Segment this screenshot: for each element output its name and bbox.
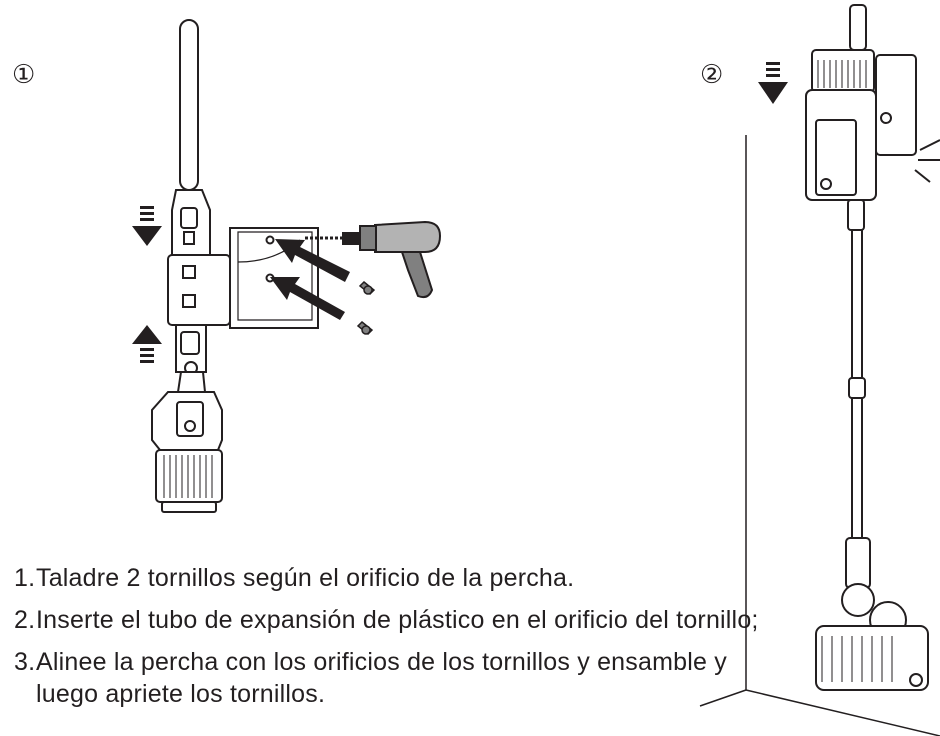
wall-corner: [699, 135, 940, 736]
screw-icon: [356, 280, 376, 336]
instruction-text: Inserte el tubo de expansión de plástico…: [36, 606, 759, 634]
down-arrow-icon: [132, 206, 162, 246]
down-arrow-icon-2: [758, 62, 788, 104]
instruction-number: 1.: [14, 564, 36, 592]
motor-grooves: [817, 60, 893, 682]
instruction-item: 2. Inserte el tubo de expansión de plást…: [14, 604, 774, 636]
step-1-marker: ①: [12, 60, 36, 90]
instruction-number: 3.: [14, 648, 36, 676]
step-2-marker: ②: [700, 60, 724, 90]
instruction-number: 2.: [14, 606, 36, 634]
instruction-text: Taladre 2 tornillos según el orificio de…: [36, 564, 575, 592]
motor-head: [811, 49, 875, 93]
bracket-hole-top: [265, 235, 275, 245]
up-arrow-icon: [132, 325, 162, 363]
drill-icon: [305, 220, 442, 299]
insertion-arrows: [270, 239, 350, 320]
instructions-list: 1. Taladre 2 tornillos según el orificio…: [14, 562, 774, 720]
instruction-item: 1. Taladre 2 tornillos según el orificio…: [14, 562, 774, 594]
wall-bracket-2: [875, 54, 917, 156]
instruction-text: Alinee la percha con los orificios de lo…: [36, 648, 727, 708]
click-sound-lines: [914, 139, 940, 183]
instruction-item: 3. Alinee la percha con los orificios de…: [14, 646, 774, 710]
brush-ribs: [163, 455, 213, 498]
